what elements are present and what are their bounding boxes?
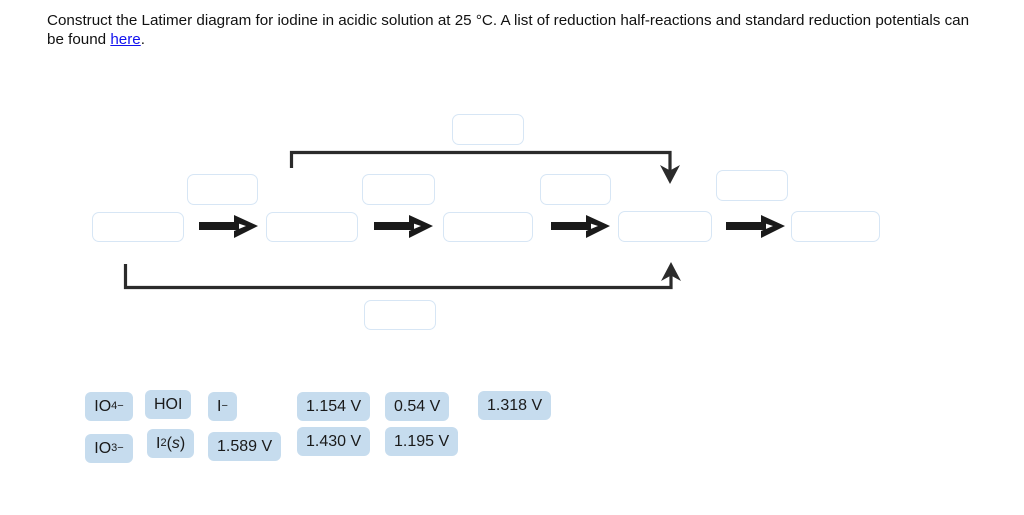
tile-1-430-v[interactable]: 1.430 V xyxy=(297,427,371,456)
slot-species-2[interactable] xyxy=(266,212,358,242)
prompt-text-before-link: Construct the Latimer diagram for iodine… xyxy=(47,12,970,48)
slot-species-4[interactable] xyxy=(618,211,712,242)
prompt-text-after-link: . xyxy=(140,31,145,48)
slot-potential-top-bracket[interactable] xyxy=(452,114,524,145)
tile-1-154-v[interactable]: 1.154 V xyxy=(297,392,371,421)
slot-potential-4[interactable] xyxy=(716,170,788,201)
slot-potential-bottom-bracket[interactable] xyxy=(364,300,436,330)
tile-0-54-v[interactable]: 0.54 V xyxy=(385,392,450,421)
slot-potential-1[interactable] xyxy=(187,174,258,205)
tile-1-318-v[interactable]: 1.318 V xyxy=(478,391,552,420)
tile-1-589-v[interactable]: 1.589 V xyxy=(208,432,282,461)
tile-hoi[interactable]: HOI xyxy=(145,390,192,419)
slot-potential-3[interactable] xyxy=(540,174,611,205)
here-link[interactable]: here xyxy=(110,31,141,48)
slot-species-5[interactable] xyxy=(791,211,880,242)
slot-potential-2[interactable] xyxy=(362,174,435,205)
tile-1-195-v[interactable]: 1.195 V xyxy=(385,427,459,456)
slot-species-1[interactable] xyxy=(92,212,184,242)
prompt-text: Construct the Latimer diagram for iodine… xyxy=(47,11,973,49)
slot-species-3[interactable] xyxy=(443,212,533,242)
tile-i-minus[interactable]: I− xyxy=(208,392,237,421)
